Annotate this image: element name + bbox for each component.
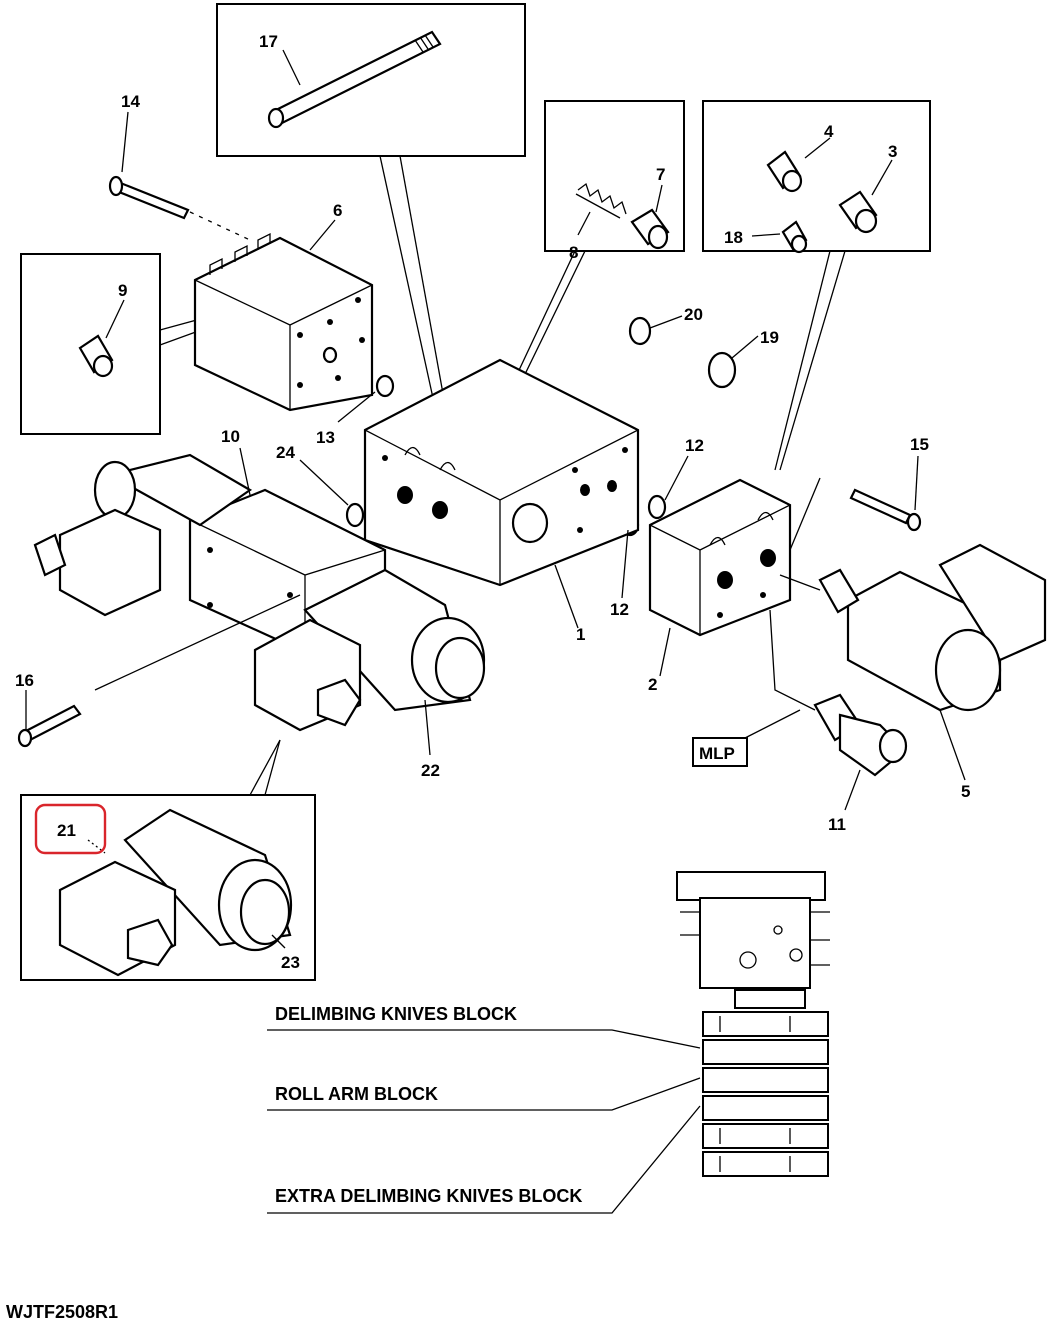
- valve-block-2: [648, 478, 792, 637]
- extra-delimbing-knives-block-label: EXTRA DELIMBING KNIVES BLOCK: [275, 1186, 582, 1206]
- label-2: 2: [648, 675, 657, 694]
- valve-block-6: [193, 232, 374, 412]
- label-14: 14: [121, 92, 140, 111]
- plug-18: [781, 220, 808, 254]
- label-12-lower: 12: [610, 600, 629, 619]
- label-9: 9: [118, 281, 127, 300]
- label-12-upper: 12: [685, 436, 704, 455]
- inset-box-plugs-4-3-18: [702, 100, 931, 252]
- label-5: 5: [961, 782, 970, 801]
- figure-id: WJTF2508R1: [6, 1302, 118, 1322]
- label-13: 13: [316, 428, 335, 447]
- main-block-1: [363, 358, 640, 587]
- o-ring-19: [707, 351, 737, 389]
- bolt-17: [267, 30, 442, 129]
- label-21: 21: [57, 821, 76, 840]
- bolt-15: [789, 477, 922, 551]
- label-16: 16: [15, 671, 34, 690]
- inset-box-bolt-17: [216, 3, 526, 157]
- plug-7: [630, 208, 670, 250]
- block-callouts: DELIMBING KNIVES BLOCK ROLL ARM BLOCK EX…: [267, 1004, 701, 1214]
- part-leaders: [25, 49, 966, 949]
- part-numbers: 17 14 6 7 8 4 3 18 9 20 19 13 10 24 12 1…: [15, 32, 970, 972]
- stack-sections: [702, 1011, 829, 1177]
- solenoid-valve-10: [33, 453, 486, 732]
- solenoid-coil-21: [58, 808, 293, 977]
- solenoid-valve-5: [779, 543, 1047, 712]
- mlp-tag: [692, 737, 748, 767]
- valve-stack-overview: [676, 871, 830, 1177]
- o-ring-13: [375, 374, 395, 398]
- plug-4: [766, 150, 803, 193]
- label-17: 17: [259, 32, 278, 51]
- plug-3: [838, 190, 878, 234]
- roll-arm-block-label: ROLL ARM BLOCK: [275, 1084, 438, 1104]
- o-ring-12-upper: [647, 494, 667, 520]
- label-7: 7: [656, 165, 665, 184]
- bolt-16: [17, 594, 301, 748]
- label-18: 18: [724, 228, 743, 247]
- mlp-label: MLP: [699, 744, 735, 763]
- label-11: 11: [828, 815, 846, 834]
- label-1: 1: [576, 625, 585, 644]
- label-4: 4: [824, 122, 834, 141]
- label-23: 23: [281, 953, 300, 972]
- label-20: 20: [684, 305, 703, 324]
- label-24: 24: [276, 443, 295, 462]
- delimbing-knives-block-label: DELIMBING KNIVES BLOCK: [275, 1004, 517, 1024]
- label-19: 19: [760, 328, 779, 347]
- label-15: 15: [910, 435, 929, 454]
- label-3: 3: [888, 142, 897, 161]
- label-8: 8: [569, 243, 578, 262]
- highlight-box-21: [34, 803, 107, 855]
- o-ring-24: [345, 502, 365, 528]
- label-22: 22: [421, 761, 440, 780]
- label-10: 10: [221, 427, 240, 446]
- label-6: 6: [333, 201, 342, 220]
- pressure-switch-11: [769, 609, 908, 777]
- bolt-14: [108, 175, 251, 241]
- spring-8: [575, 182, 627, 219]
- plug-9: [78, 334, 114, 378]
- o-ring-20: [628, 316, 652, 346]
